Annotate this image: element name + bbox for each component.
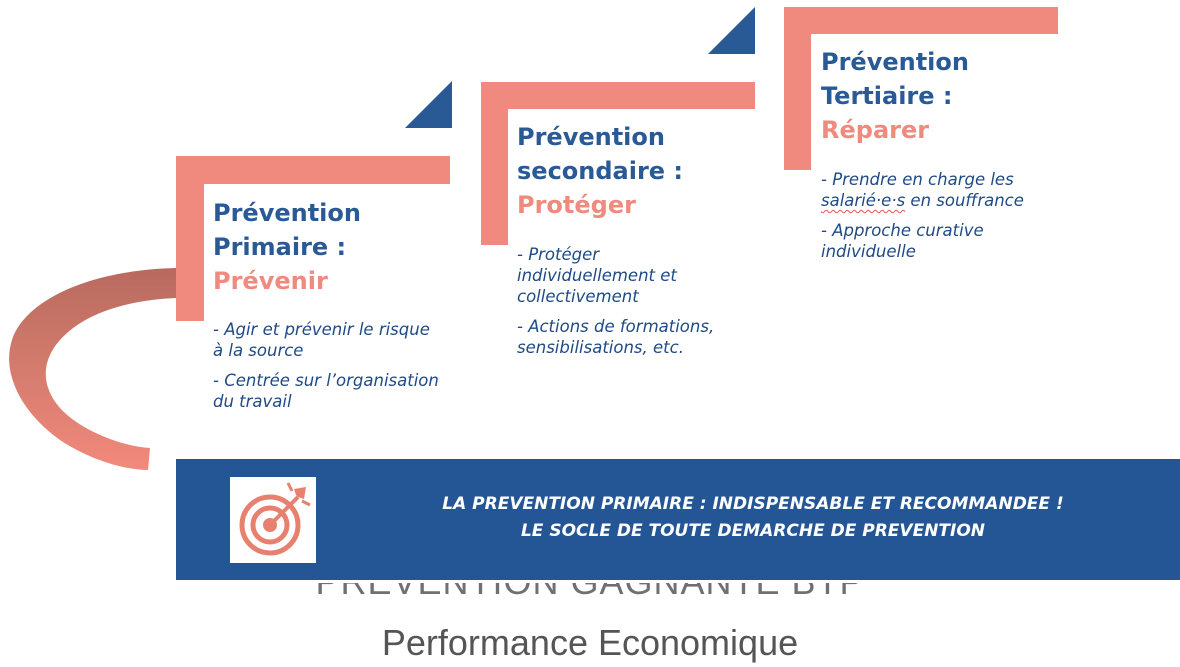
curved-arrow-ribbon <box>9 268 176 470</box>
step-bullets-secondary: - Protéger individuellement et collectiv… <box>517 244 742 367</box>
spellcheck-word: salarié·e·s <box>821 191 906 210</box>
step-bullets-primary: - Agir et prévenir le risque à la source… <box>213 319 443 421</box>
step-accent-secondary: Protéger <box>517 191 636 219</box>
step-frame-primary-top <box>176 156 450 184</box>
partially-hidden-title: PREVENTION GAGNANTE BTP <box>0 583 1180 601</box>
step-triangle-1 <box>405 81 452 128</box>
step-title-secondary: Prévention secondaire : Protéger <box>517 120 683 222</box>
bullet-item: - Centrée sur l’organisation du travail <box>213 371 439 411</box>
banner: LA PREVENTION PRIMAIRE : INDISPENSABLE E… <box>176 459 1180 580</box>
step-accent-tertiary: Réparer <box>821 116 930 144</box>
bullet-item: - Protéger individuellement et collectiv… <box>517 245 677 306</box>
step-frame-primary-side <box>176 156 204 321</box>
bullet-item: - Prendre en charge les salarié·e·s en s… <box>821 170 1024 210</box>
bullet-item: - Actions de formations, sensibilisation… <box>517 317 715 357</box>
bullet-item: - Approche curative individuelle <box>821 221 984 261</box>
step-frame-tertiary-top <box>784 7 1058 34</box>
step-frame-secondary-side <box>481 82 508 245</box>
step-title-primary: Prévention Primaire : Prévenir <box>213 196 361 298</box>
target-arrow-icon <box>230 477 316 563</box>
subtitle: Performance Economique <box>381 622 799 663</box>
step-accent-primary: Prévenir <box>213 267 328 295</box>
bullet-item: - Agir et prévenir le risque à la source <box>213 320 430 360</box>
step-triangle-2 <box>708 7 755 54</box>
step-frame-secondary-top <box>481 82 755 109</box>
banner-message: LA PREVENTION PRIMAIRE : INDISPENSABLE E… <box>442 494 1064 541</box>
step-title-tertiary: Prévention Tertiaire : Réparer <box>821 45 969 147</box>
step-frame-tertiary-side <box>784 7 811 170</box>
step-bullets-tertiary: - Prendre en charge les salarié·e·s en s… <box>821 169 1061 271</box>
